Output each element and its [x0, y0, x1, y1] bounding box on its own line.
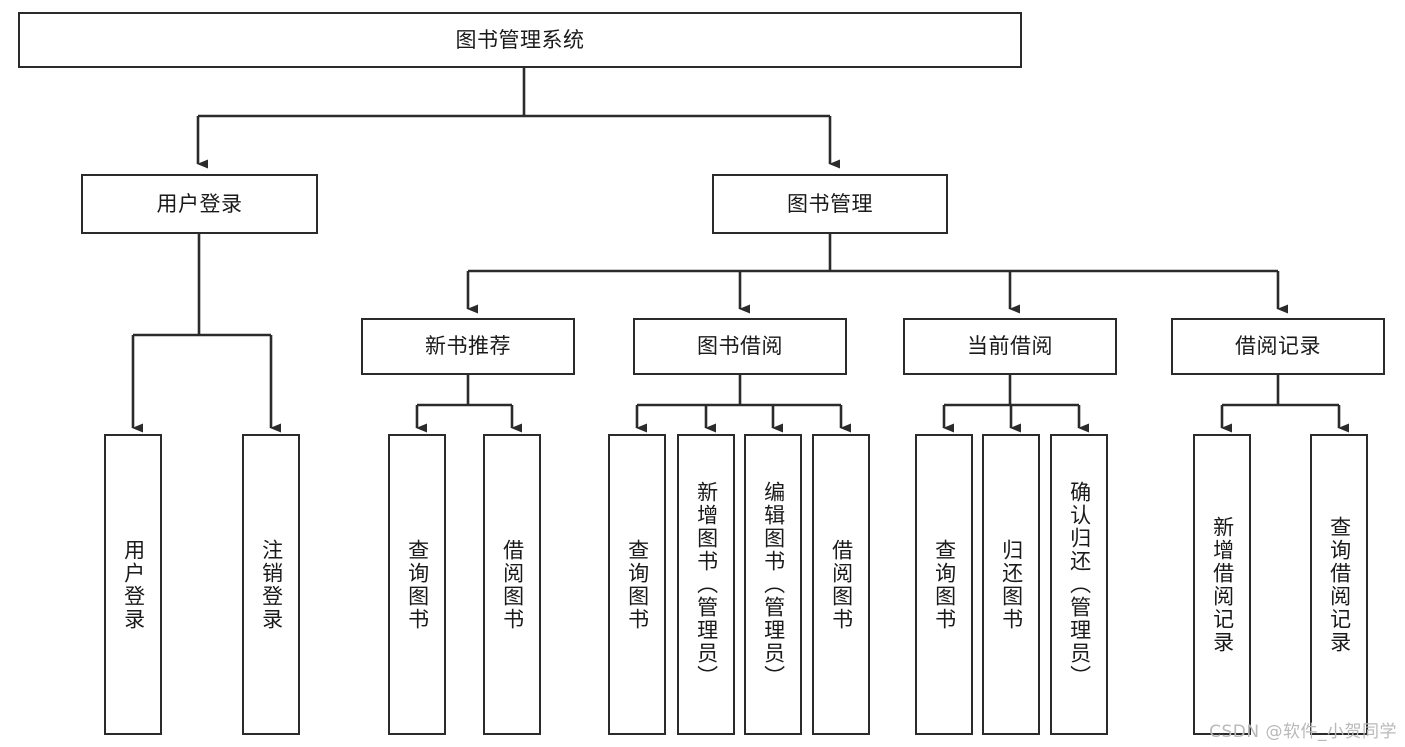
- node-label: 新增图书（管理员）: [694, 481, 719, 688]
- leaf-new-book-borrow-book[interactable]: 借阅图书: [483, 434, 541, 735]
- leaf-current-borrow-return-book[interactable]: 归还图书: [982, 434, 1040, 735]
- leaf-current-borrow-query-book[interactable]: 查询图书: [915, 434, 973, 735]
- leaf-borrow-record-query-record[interactable]: 查询借阅记录: [1310, 434, 1368, 735]
- leaf-new-book-query-book[interactable]: 查询图书: [388, 434, 446, 735]
- leaf-user-login-login[interactable]: 用户登录: [104, 434, 162, 735]
- node-label: 用户登录: [121, 538, 146, 631]
- node-label: 借阅记录: [1235, 334, 1321, 359]
- node-current-borrow[interactable]: 当前借阅: [903, 318, 1117, 375]
- csdn-watermark: CSDN @软件_小贺同学: [1209, 722, 1397, 742]
- node-label: 图书借阅: [697, 334, 783, 359]
- leaf-book-borrow-query-book[interactable]: 查询图书: [608, 434, 666, 735]
- node-label: 用户登录: [156, 191, 243, 216]
- leaf-book-borrow-add-book-admin[interactable]: 新增图书（管理员）: [677, 434, 735, 735]
- node-label: 查询图书: [625, 538, 650, 631]
- node-user-login[interactable]: 用户登录: [81, 174, 318, 234]
- node-label: 新书推荐: [425, 334, 511, 359]
- node-label: 借阅图书: [829, 538, 854, 631]
- node-label: 归还图书: [999, 538, 1024, 631]
- node-new-book-recommend[interactable]: 新书推荐: [361, 318, 575, 375]
- node-label: 编辑图书（管理员）: [761, 481, 786, 688]
- leaf-borrow-record-add-record[interactable]: 新增借阅记录: [1193, 434, 1251, 735]
- node-label: 查询图书: [405, 538, 430, 631]
- leaf-current-borrow-confirm-return-admin[interactable]: 确认归还（管理员）: [1050, 434, 1108, 735]
- node-label: 确认归还（管理员）: [1067, 481, 1092, 688]
- leaf-user-login-logout[interactable]: 注销登录: [242, 434, 300, 735]
- node-label: 查询借阅记录: [1327, 515, 1352, 654]
- leaf-book-borrow-edit-book-admin[interactable]: 编辑图书（管理员）: [744, 434, 802, 735]
- node-book-management[interactable]: 图书管理: [712, 174, 948, 234]
- leaf-book-borrow-borrow-book[interactable]: 借阅图书: [812, 434, 870, 735]
- node-borrow-record[interactable]: 借阅记录: [1171, 318, 1385, 375]
- node-label: 图书管理系统: [455, 27, 585, 52]
- node-label: 图书管理: [787, 191, 873, 216]
- node-label: 新增借阅记录: [1210, 515, 1235, 654]
- node-label: 注销登录: [259, 538, 284, 631]
- node-root-book-management-system[interactable]: 图书管理系统: [18, 12, 1022, 68]
- node-label: 当前借阅: [967, 334, 1053, 359]
- node-label: 借阅图书: [500, 538, 525, 631]
- node-book-borrow[interactable]: 图书借阅: [633, 318, 847, 375]
- node-label: 查询图书: [932, 538, 957, 631]
